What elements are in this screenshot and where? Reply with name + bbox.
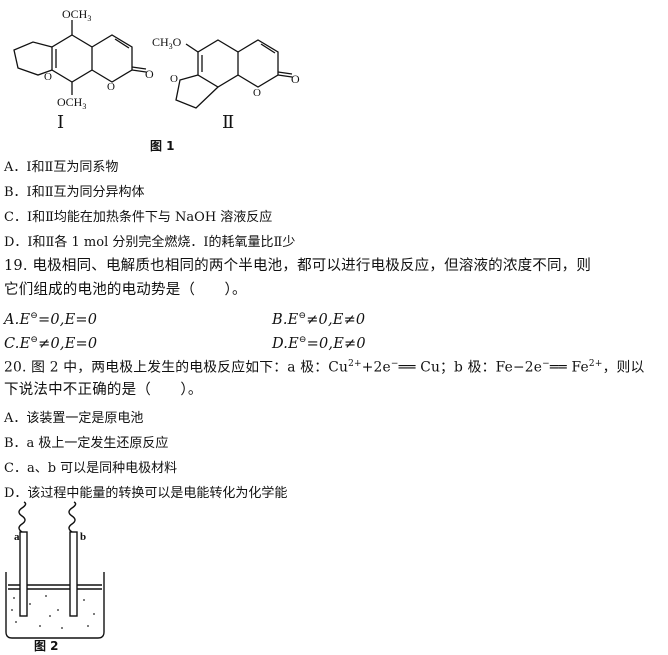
q20-option-a: A．该装置一定是原电池	[4, 411, 144, 426]
q19-option-a: A.E⊖=0,E=0	[4, 311, 98, 328]
q19-option-c: C.E⊖≠0,E=0	[4, 335, 98, 352]
mol2-pyranone-ring	[237, 39, 279, 88]
wire-coil-a	[18, 501, 27, 533]
q19-stem-line-2: 它们组成的电池的电动势是（ ）。	[4, 282, 247, 298]
q20-stem-line-2: 下说法中不正确的是（ ）。	[4, 382, 203, 398]
mol1-benzene-ring	[51, 34, 93, 83]
q18-option-a: A．Ⅰ和Ⅱ互为同系物	[4, 160, 119, 175]
mol1-ring-oxygen-furan: O	[44, 71, 52, 83]
q19-option-d: D.E⊖=0,E≠0	[272, 335, 366, 352]
beaker	[5, 572, 105, 639]
q19-stem-line-1: 19. 电极相同、电解质也相同的两个半电池，都可以进行电极反应，但溶液的浓度不同…	[4, 258, 592, 274]
figure-2-caption: 图 2	[34, 639, 59, 653]
mol2-carbonyl-oxygen: O	[291, 72, 300, 86]
mol1-furan-ring	[13, 41, 53, 76]
mol2-ring-oxygen-furan: O	[170, 73, 178, 85]
figure-1-structures: OCH3 OCH3 O O O CH3O O O O	[13, 7, 300, 111]
electrode-b-label: b	[80, 531, 86, 543]
q20-stem-line-1: 20. 图 2 中，两电极上发生的电极反应如下：a 极：Cu2++2e−══ C…	[4, 359, 645, 376]
mol1-pyranone-ring	[91, 34, 133, 83]
q18-option-c: C．Ⅰ和Ⅱ均能在加热条件下与 NaOH 溶液反应	[4, 210, 273, 225]
q20-option-b: B．a 极上一定发生还原反应	[4, 436, 169, 451]
mol2-ring-oxygen-pyran: O	[253, 87, 261, 99]
label-molecule-II: Ⅱ	[222, 112, 235, 133]
mol1-och3-top: OCH3	[62, 7, 91, 23]
q20-option-c: C．a、b 可以是同种电极材料	[4, 461, 178, 476]
wire-coil-b	[68, 501, 77, 533]
q18-option-b: B．Ⅰ和Ⅱ互为同分异构体	[4, 185, 145, 200]
molecule-I	[13, 20, 147, 95]
molecule-II	[175, 39, 293, 109]
figure-2-cell: a b	[5, 501, 105, 639]
mol2-benzene-ring	[197, 39, 239, 88]
electrode-a-label: a	[14, 531, 20, 543]
mol1-ring-oxygen-pyran: O	[107, 81, 115, 93]
electrode-a	[19, 531, 28, 617]
label-molecule-I: Ⅰ	[57, 112, 65, 133]
q19-option-b: B.E⊖≠0,E≠0	[272, 311, 366, 328]
electrode-b	[69, 531, 78, 617]
mol1-carbonyl-oxygen: O	[145, 67, 154, 81]
figure-1-caption: 图 1	[150, 139, 175, 153]
q18-option-d: D．Ⅰ和Ⅱ各 1 mol 分别完全燃烧．Ⅰ的耗氧量比Ⅱ少	[4, 235, 296, 250]
mol1-och3-bottom: OCH3	[57, 95, 86, 111]
q20-option-d: D．该过程中能量的转换可以是电能转化为化学能	[4, 486, 288, 501]
mol2-och3: CH3O	[152, 35, 182, 51]
electrolyte	[11, 595, 95, 629]
